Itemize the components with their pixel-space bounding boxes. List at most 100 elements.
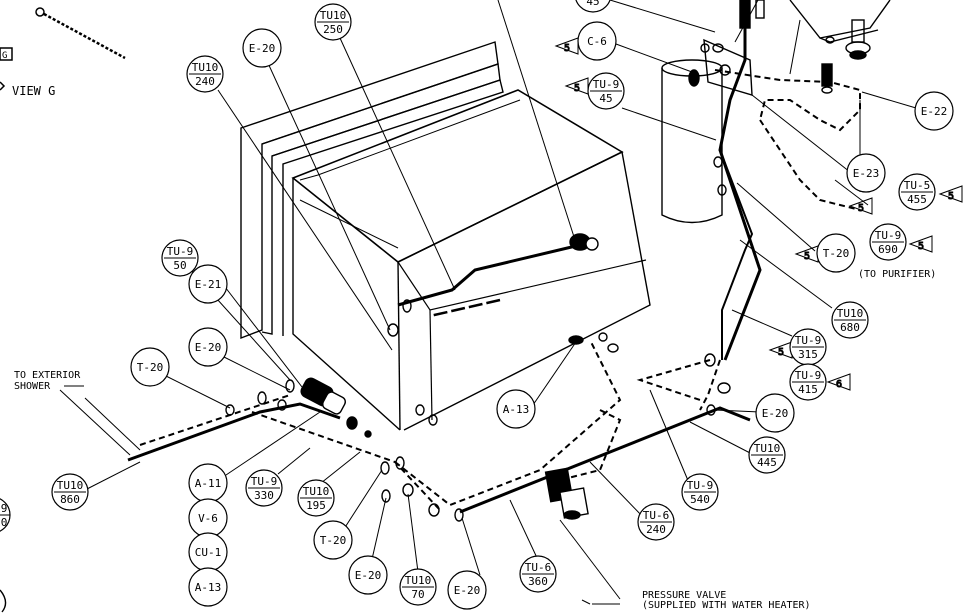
svg-text:A-13: A-13 (195, 581, 222, 594)
svg-text:E-20: E-20 (355, 569, 382, 582)
svg-text:690: 690 (878, 243, 898, 256)
water-heater (240, 41, 651, 431)
svg-text:TU10: TU10 (57, 479, 84, 492)
svg-text:TU10: TU10 (303, 485, 330, 498)
svg-text:5: 5 (778, 347, 784, 358)
left-edge-arc (0, 589, 7, 613)
svg-text:360: 360 (528, 575, 548, 588)
balloon-t20-bot: T-20 (313, 520, 353, 560)
note-pressure-valve-2: (SUPPLIED WITH WATER HEATER) (642, 600, 811, 611)
svg-text:TU-9: TU-9 (251, 475, 278, 488)
balloon-a11: A-11 (188, 463, 228, 503)
svg-text:E-22: E-22 (921, 105, 948, 118)
revision-flags: 5 5 5 5 5 5 5 6 (554, 37, 963, 391)
svg-text:50: 50 (173, 259, 186, 272)
svg-text:TU10: TU10 (405, 574, 432, 587)
rev-flag: 5 (554, 37, 579, 55)
svg-text:TU-9: TU-9 (593, 78, 620, 91)
svg-text:315: 315 (798, 348, 818, 361)
svg-text:T-20: T-20 (137, 361, 164, 374)
rev-flag: 5 (564, 77, 589, 95)
svg-text:45: 45 (586, 0, 599, 8)
svg-text:E-21: E-21 (195, 278, 222, 291)
balloon-e20-right: E-20 (755, 393, 795, 433)
svg-text:195: 195 (306, 499, 326, 512)
svg-text:250: 250 (323, 23, 343, 36)
svg-text:T-20: T-20 (823, 247, 850, 260)
svg-text:V-6: V-6 (198, 512, 218, 525)
rev-flag: 5 (908, 235, 933, 253)
purifier-unit (739, 0, 891, 94)
svg-text:TU10: TU10 (320, 9, 347, 22)
svg-text:5: 5 (574, 83, 580, 94)
balloon-t20-left: T-20 (130, 347, 170, 387)
svg-text:TU-6: TU-6 (525, 561, 552, 574)
svg-text:330: 330 (254, 489, 274, 502)
rev-flag: 5 (768, 341, 793, 359)
svg-text:5: 5 (858, 203, 864, 214)
svg-text:TU-9: TU-9 (795, 369, 822, 382)
svg-text:445: 445 (757, 456, 777, 469)
balloon-e20-bot1: E-20 (348, 555, 388, 595)
note-exterior-shower-1: TO EXTERIOR (14, 370, 81, 381)
balloon-e20-left: E-20 (188, 327, 228, 367)
balloon-e21: E-21 (188, 264, 228, 304)
balloon-e20-top: E-20 (242, 28, 282, 68)
svg-text:TU-9: TU-9 (167, 245, 194, 258)
rev-flag: 5 (794, 245, 819, 263)
solid-pipes (127, 10, 762, 514)
svg-text:E-20: E-20 (454, 584, 481, 597)
balloon-tu9-50: TU-950 (161, 239, 199, 277)
svg-text:5: 5 (918, 241, 924, 252)
svg-text:E-20: E-20 (195, 341, 222, 354)
notes: TO EXTERIOR SHOWER (TO PURIFIER) PRESSUR… (14, 269, 936, 611)
balloon-e23: E-23 (846, 153, 886, 193)
svg-text:TU-6: TU-6 (643, 509, 670, 522)
note-pressure-valve-1: PRESSURE VALVE (642, 590, 726, 601)
rev-flag: 5 (848, 197, 873, 215)
balloon-tu9-45-top: 45 (575, 0, 611, 13)
svg-text:415: 415 (798, 383, 818, 396)
view-label: VIEW G (12, 84, 55, 98)
view-marker-letter: G (2, 51, 7, 61)
svg-text:A-13: A-13 (503, 403, 530, 416)
view-g-marker: G VIEW G (0, 7, 126, 98)
svg-text:5: 5 (804, 251, 810, 262)
balloon-tu9-45: TU-945 (587, 72, 625, 110)
svg-text:455: 455 (907, 193, 927, 206)
svg-text:T-20: T-20 (320, 534, 347, 547)
note-exterior-shower-2: SHOWER (14, 381, 51, 392)
balloon-v6: V-6 (188, 498, 228, 538)
svg-text:540: 540 (690, 493, 710, 506)
svg-text:TU10: TU10 (837, 307, 864, 320)
balloon-e22: E-22 (914, 91, 954, 131)
fittings (225, 353, 731, 522)
svg-text:TU10: TU10 (754, 442, 781, 455)
svg-text:E-23: E-23 (853, 167, 880, 180)
rev-flag: 5 (938, 185, 963, 203)
svg-text:TU10: TU10 (192, 61, 219, 74)
balloon-e20-bot2: E-20 (447, 570, 487, 610)
note-to-purifier: (TO PURIFIER) (858, 269, 936, 280)
svg-text:0: 0 (1, 516, 8, 529)
svg-text:CU-1: CU-1 (195, 546, 222, 559)
dashed-pipes (139, 69, 861, 511)
svg-text:45: 45 (599, 92, 612, 105)
balloon-cu1: CU-1 (188, 532, 228, 572)
svg-text:5: 5 (948, 191, 954, 202)
svg-text:240: 240 (646, 523, 666, 536)
